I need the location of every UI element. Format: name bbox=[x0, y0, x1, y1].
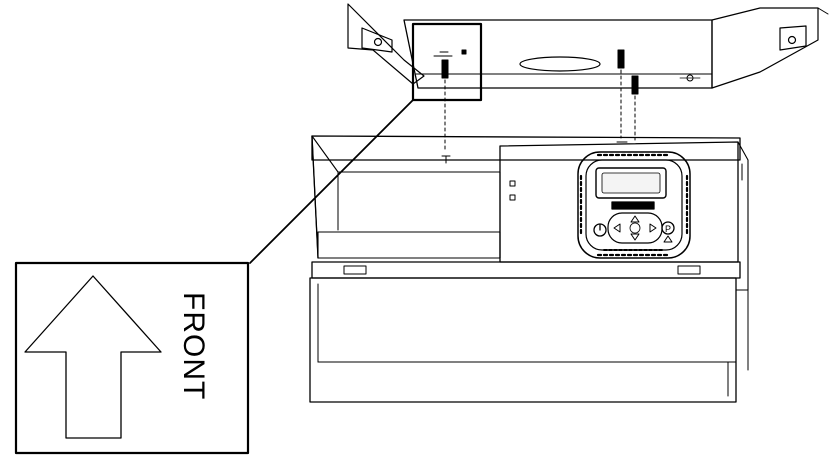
unit-cavity bbox=[311, 135, 501, 259]
bracket-left-tab bbox=[361, 27, 393, 53]
indicator-bottom bbox=[509, 194, 516, 201]
display-screen bbox=[595, 167, 667, 199]
front-label: FRONT bbox=[177, 292, 210, 400]
nav-center bbox=[629, 222, 641, 234]
front-arrow-icon bbox=[24, 275, 162, 439]
cavity-ledge bbox=[317, 231, 501, 259]
mounting-bracket bbox=[347, 3, 829, 95]
bracket-center-slot bbox=[519, 56, 601, 72]
brand-label bbox=[611, 201, 655, 210]
screw-right-2 bbox=[631, 75, 639, 95]
bracket-left-hole bbox=[373, 37, 383, 47]
hinge-left bbox=[343, 265, 367, 275]
screw-right-1 bbox=[617, 49, 625, 69]
bracket-main-plate bbox=[403, 19, 713, 89]
hinge-strip bbox=[311, 261, 741, 279]
display-window-shade bbox=[601, 172, 661, 194]
arrow-up-icon[interactable] bbox=[630, 215, 640, 223]
screw-left bbox=[441, 59, 449, 79]
lower-cover bbox=[309, 277, 737, 403]
controller-grip-ridges bbox=[579, 153, 689, 257]
program-icon-letter: P bbox=[665, 224, 671, 234]
hinge-right bbox=[677, 265, 701, 275]
bracket-slot-mark bbox=[433, 49, 467, 57]
alignment-guides bbox=[444, 69, 636, 151]
bracket-right-tab bbox=[779, 25, 807, 51]
arrow-right-icon[interactable] bbox=[649, 223, 657, 233]
arrow-down-icon[interactable] bbox=[630, 233, 640, 241]
power-icon[interactable] bbox=[593, 223, 607, 237]
controller-keypad[interactable]: P bbox=[577, 151, 691, 259]
nav-pad bbox=[607, 212, 663, 244]
bracket-edge bbox=[817, 7, 829, 15]
arrow-left-icon[interactable] bbox=[613, 223, 621, 233]
callout-leader-line bbox=[249, 99, 414, 264]
indicator-top bbox=[509, 180, 516, 187]
alarm-icon[interactable] bbox=[663, 235, 673, 243]
callout-source-box bbox=[411, 22, 483, 102]
unit-top-edge bbox=[311, 135, 741, 161]
controller-outer-frame bbox=[577, 151, 691, 259]
bracket-right-hole bbox=[787, 35, 797, 45]
zoom-callout: FRONT bbox=[14, 22, 483, 455]
callout-detail-box bbox=[14, 261, 250, 455]
program-icon[interactable] bbox=[661, 221, 675, 235]
bracket-right-wing bbox=[711, 7, 819, 89]
